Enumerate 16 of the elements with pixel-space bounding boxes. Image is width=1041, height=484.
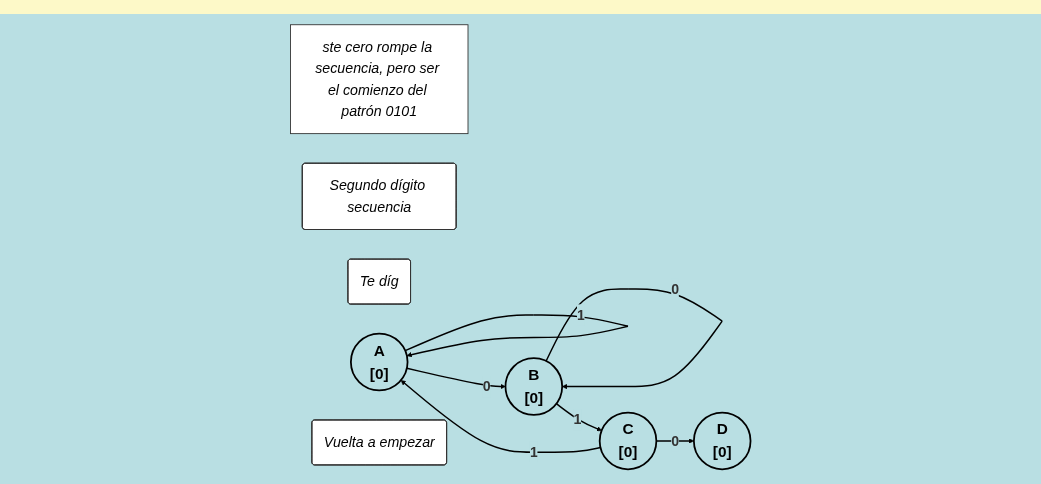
arrow — [555, 402, 602, 432]
edge-label: 0 — [671, 280, 680, 297]
arrow — [404, 314, 629, 358]
arrow — [545, 288, 723, 390]
node-circle: A [0] — [350, 332, 409, 392]
arrow — [406, 367, 506, 390]
node-circle: D [0] — [692, 411, 752, 471]
edge-label: 0 — [482, 378, 491, 395]
edge-label: 1 — [529, 443, 538, 460]
node-circle: B [0] — [504, 357, 564, 416]
node-circle: C [0] — [598, 411, 658, 471]
edge-label: 1 — [573, 411, 582, 428]
arrow — [400, 380, 602, 453]
node-box: ste cero rompe la secuencia, pero ser el comienzo del patrón 0101 — [290, 24, 469, 135]
edge-label: 1 — [576, 306, 585, 323]
edge-label: 0 — [671, 432, 680, 449]
